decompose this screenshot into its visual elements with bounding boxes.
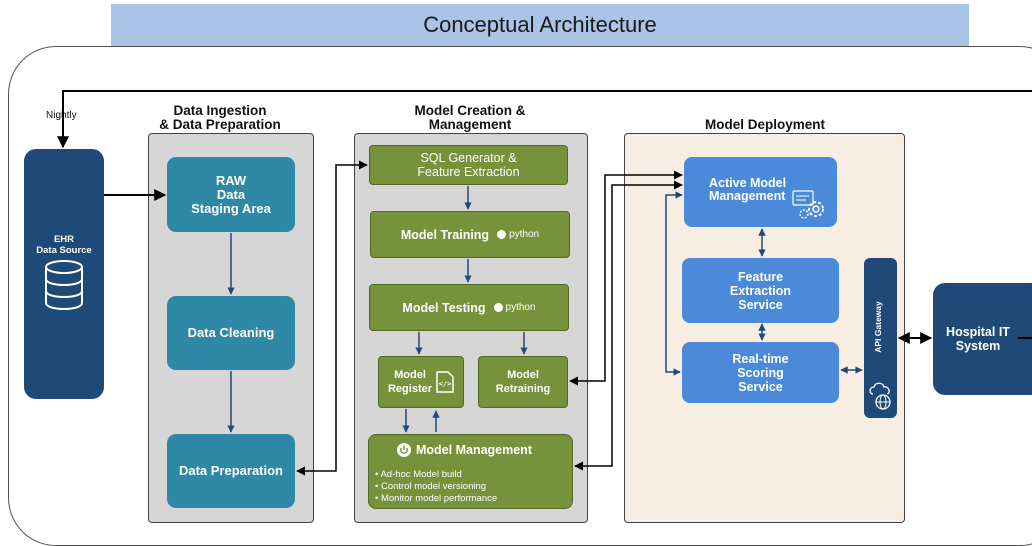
python-label: python	[509, 228, 540, 240]
feature-line2: Extraction	[729, 283, 792, 298]
api-gateway-box: API Gateway	[864, 258, 897, 418]
database-icon	[45, 260, 83, 310]
ingestion-title-line1: Data Ingestion	[173, 103, 267, 118]
model-training-box: Model Training python	[370, 211, 570, 258]
raw-staging-box: RAW Data Staging Area	[167, 157, 295, 232]
ehr-label: EHR	[53, 234, 75, 245]
management-item: • Monitor model performance	[375, 493, 498, 504]
active-line2: Management	[709, 189, 786, 203]
register-line1: Model	[394, 369, 426, 381]
ehr-sublabel: Data Source	[36, 245, 92, 256]
scoring-line1: Real-time	[732, 351, 789, 366]
model-retraining-box: Model Retraining	[478, 356, 568, 408]
deployment-section-title: Model Deployment	[704, 117, 825, 132]
model-testing-box: Model Testing python	[369, 284, 569, 331]
scoring-line3: Service	[738, 379, 783, 394]
ingestion-title-line2: & Data Preparation	[159, 117, 281, 132]
sql-generator-box: SQL Generator & Feature Extraction	[369, 145, 568, 185]
scoring-line2: Scoring	[737, 365, 784, 380]
model-training-label: Model Training	[400, 227, 490, 242]
model-testing-label: Model Testing	[402, 300, 486, 315]
retraining-line2: Retraining	[495, 383, 551, 395]
power-icon	[397, 443, 411, 457]
active-model-management-box: Active Model Management	[684, 157, 837, 227]
model-management-box: Model Management • Ad-hoc Model build • …	[368, 434, 573, 509]
raw-label: RAW	[215, 172, 247, 188]
management-item: • Ad-hoc Model build	[375, 469, 462, 480]
model-management-label: Model Management	[416, 443, 532, 457]
ingestion-section-title: Data Ingestion & Data Preparation	[150, 104, 290, 132]
realtime-scoring-service-box: Real-time Scoring Service	[682, 342, 839, 403]
feature-line3: Service	[738, 297, 783, 312]
creation-title-line1: Model Creation &	[414, 103, 526, 118]
management-list: • Ad-hoc Model build • Control model ver…	[375, 469, 497, 505]
retraining-line1: Model	[507, 369, 539, 381]
svg-text:</>: </>	[439, 380, 452, 388]
data-preparation-box: Data Preparation	[167, 434, 295, 508]
raw-staging-label: Staging Area	[191, 200, 271, 216]
creation-section-title: Model Creation & Management	[395, 104, 545, 132]
sql-line2: Feature Extraction	[417, 165, 520, 179]
code-file-icon: </>	[436, 371, 454, 393]
creation-title-line2: Management	[428, 117, 512, 132]
model-register-box: Model Register </>	[378, 356, 464, 408]
feature-line1: Feature	[737, 269, 784, 284]
raw-data-label: Data	[216, 186, 246, 202]
hospital-line1: Hospital IT	[946, 325, 1010, 339]
register-line2: Register	[387, 383, 433, 395]
sql-line1: SQL Generator &	[420, 151, 517, 165]
data-cleaning-box: Data Cleaning	[167, 296, 295, 370]
diagram-title: Conceptual Architecture	[111, 4, 969, 46]
gear-settings-icon	[792, 190, 824, 219]
hospital-it-system-box: Hospital IT System	[933, 283, 1032, 395]
feature-extraction-service-box: Feature Extraction Service	[682, 258, 839, 323]
nightly-label: Nightly	[46, 110, 77, 121]
ehr-data-source: EHR Data Source	[24, 149, 104, 399]
python-logo-icon: python	[493, 301, 536, 315]
python-logo-icon: python	[497, 228, 539, 242]
python-label: python	[505, 301, 536, 313]
management-item: • Control model versioning	[375, 481, 487, 492]
active-line1: Active Model	[709, 176, 787, 190]
hospital-line2: System	[955, 339, 1001, 353]
cloud-globe-icon	[869, 382, 891, 410]
